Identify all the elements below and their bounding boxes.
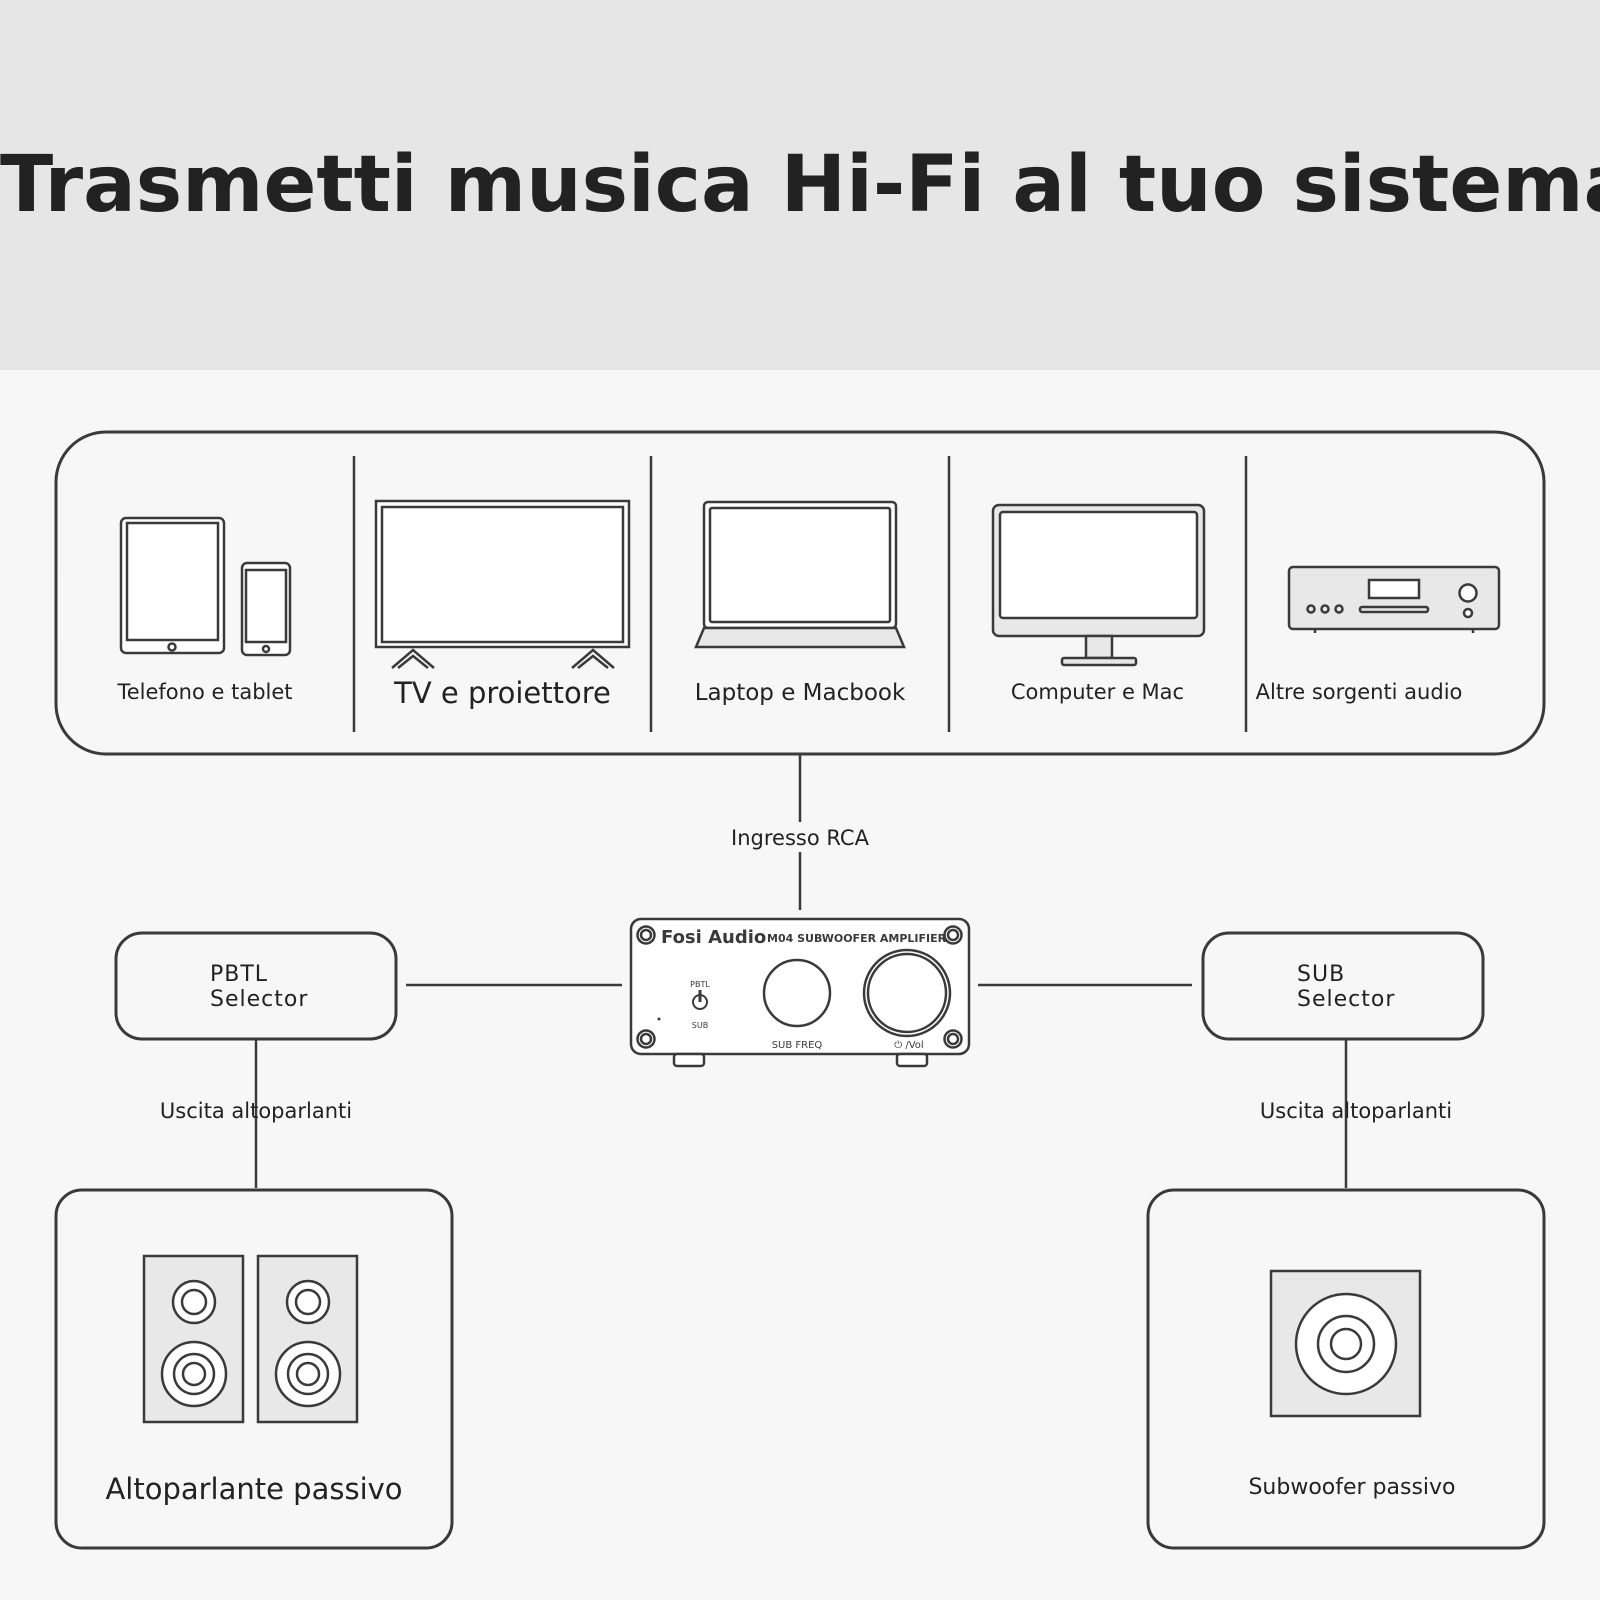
audio-source-icon — [1287, 565, 1501, 633]
subwoofer-icon — [1269, 1269, 1422, 1418]
sub-selector-line2: Selector — [1297, 987, 1396, 1012]
screw-icon — [943, 1029, 963, 1049]
amplifier — [629, 917, 971, 1068]
bookshelf-speakers-icon — [142, 1254, 359, 1424]
screw-icon — [636, 925, 656, 945]
tv-icon — [374, 499, 631, 669]
header-band — [0, 0, 1600, 370]
switch-label-top: PBTL — [690, 980, 710, 989]
sub-selector-label: SUB Selector — [1297, 962, 1395, 1012]
knob2-label: ⏻ /Vol — [894, 1040, 923, 1051]
passive-speaker-box — [54, 1188, 454, 1550]
right-output-label: Uscita altoparlanti — [1259, 1099, 1453, 1123]
amp-brand: Fosi Audio — [661, 927, 766, 948]
rca-input-label: Ingresso RCA — [731, 826, 869, 850]
sub-freq-knob — [762, 958, 832, 1028]
passive-subwoofer-box — [1146, 1188, 1546, 1550]
source-label-computer: Computer e Mac — [1010, 680, 1185, 704]
pbtl-selector-label: PBTL Selector — [210, 962, 308, 1012]
passive-subwoofer-label: Subwoofer passivo — [1248, 1475, 1456, 1500]
source-label-laptop: Laptop e Macbook — [694, 680, 906, 706]
source-label-other: Altre sorgenti audio — [1255, 680, 1463, 704]
sub-selector-box — [1201, 931, 1485, 1041]
source-label-tv: TV e proiettore — [394, 676, 611, 710]
tablet-phone-icon — [119, 516, 292, 657]
page-title: Trasmetti musica Hi-Fi al tuo sistema — [0, 140, 1600, 230]
switch-label-bottom: SUB — [692, 1021, 708, 1030]
volume-knob — [862, 948, 952, 1038]
monitor-icon — [991, 503, 1206, 667]
left-output-label: Uscita altoparlanti — [159, 1099, 353, 1123]
knob1-label: SUB FREQ — [772, 1040, 823, 1051]
amp-model: M04 SUBWOOFER AMPLIFIER — [767, 932, 947, 945]
screw-icon — [943, 925, 963, 945]
passive-speaker-label: Altoparlante passivo — [105, 1472, 403, 1506]
laptop-icon — [694, 500, 906, 649]
source-label-phone-tablet: Telefono e tablet — [117, 680, 293, 704]
screw-icon — [636, 1029, 656, 1049]
pbtl-selector-line2: Selector — [210, 987, 309, 1012]
pbtl-selector-box — [114, 931, 398, 1041]
sub-selector-line1: SUB — [1297, 962, 1346, 987]
pbtl-selector-line1: PBTL — [210, 962, 269, 987]
